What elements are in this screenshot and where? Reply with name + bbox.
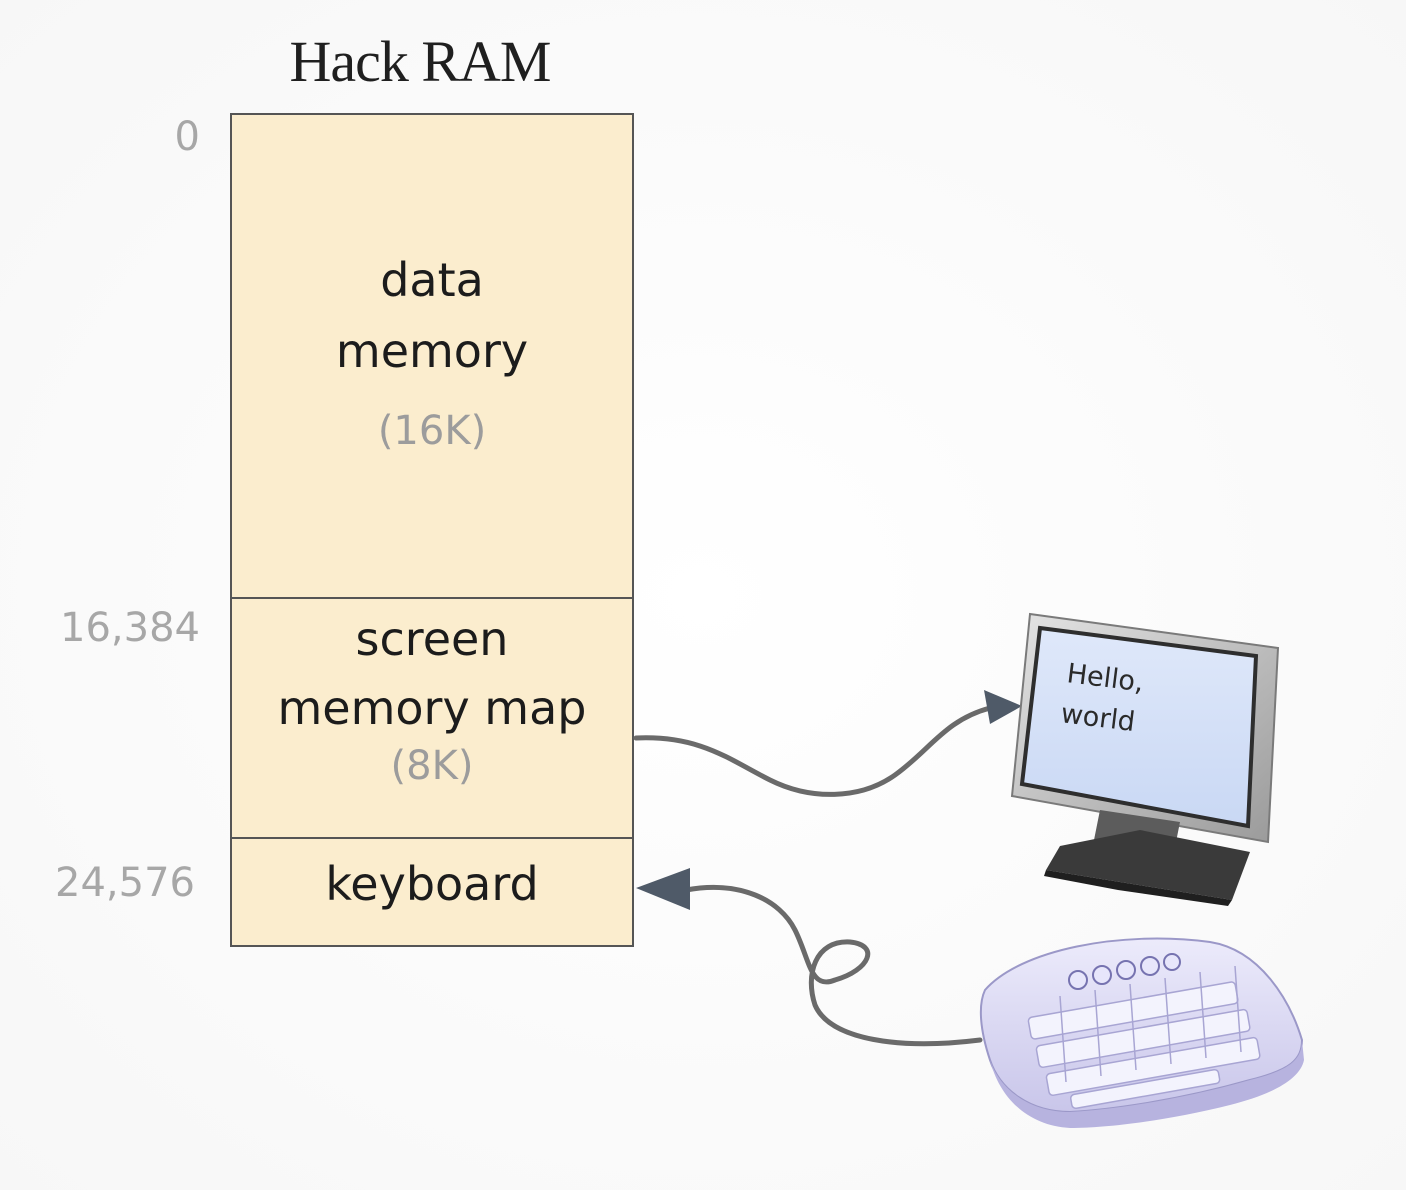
address-label-0: 0 [174, 114, 200, 160]
diagram-title: Hack RAM [289, 29, 551, 94]
data-memory-label-line1: data [380, 253, 484, 307]
address-label-16384: 16,384 [60, 605, 200, 651]
address-label-24576: 24,576 [55, 860, 195, 906]
data-memory-label-line2: memory [335, 324, 529, 379]
screen-cable [633, 690, 1022, 797]
keyboard-segment: keyboard [232, 837, 632, 947]
screen-memory-map-segment: screen memory map (8K) [232, 597, 632, 837]
screen-map-size: (8K) [390, 743, 474, 789]
arrow-head-to-keyboard-segment [636, 868, 690, 910]
screen-map-label-line2: memory map [277, 681, 587, 735]
arrow-head-to-monitor [984, 690, 1022, 724]
screen-map-label-line1: screen [355, 612, 509, 666]
data-memory-size: (16K) [377, 407, 487, 454]
data-memory-segment: data memory (16K) [232, 115, 632, 597]
keyboard-icon [979, 937, 1304, 1128]
monitor-icon: Hello, world [1010, 612, 1280, 906]
keyboard-cable [636, 868, 983, 1047]
keyboard-segment-label: keyboard [325, 857, 539, 911]
ram-block: data memory (16K) screen memory map (8K)… [230, 113, 634, 947]
